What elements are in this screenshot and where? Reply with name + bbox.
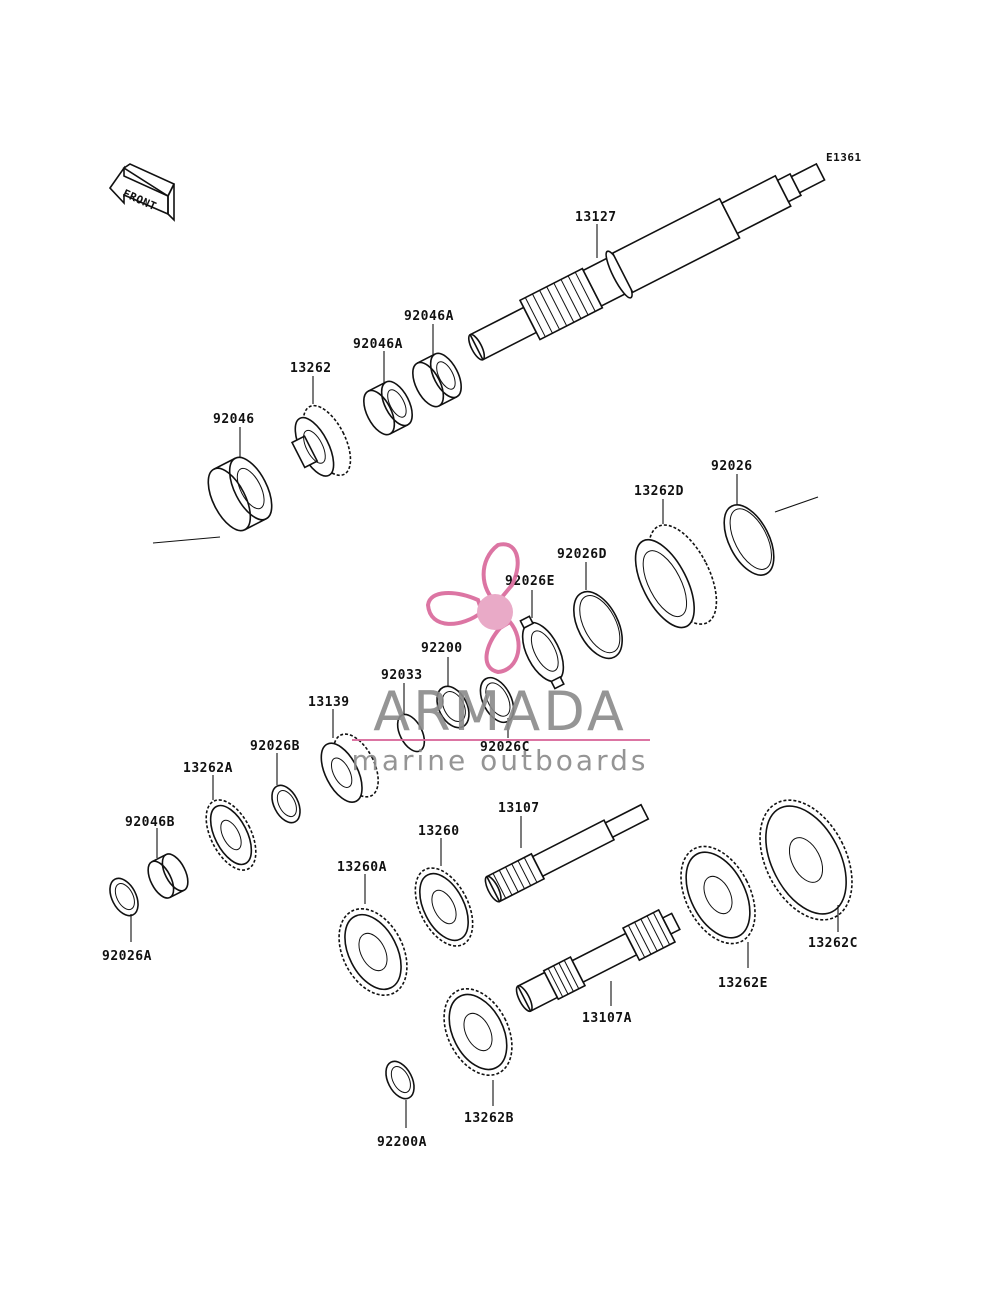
washer-92026A — [109, 877, 139, 917]
washer-92200 — [436, 685, 470, 729]
diagram-code: E1361 — [826, 151, 862, 164]
label-92046B: 92046B — [125, 815, 175, 830]
label-13262A: 13262A — [183, 761, 233, 776]
label-13260: 13260 — [418, 824, 460, 839]
washer-92200A — [385, 1060, 415, 1100]
bearing-92046B — [147, 853, 189, 899]
needle-bearing-92046A-2 — [363, 380, 413, 436]
propeller-icon — [425, 542, 521, 675]
label-92026: 92026 — [711, 459, 753, 474]
label-92033: 92033 — [381, 668, 423, 683]
main-shaft-13127 — [467, 162, 826, 361]
label-13139: 13139 — [308, 695, 350, 710]
label-92046: 92046 — [213, 412, 255, 427]
gear-13262E — [680, 845, 756, 945]
label-13262B: 13262B — [464, 1111, 514, 1126]
label-92026B: 92026B — [250, 739, 300, 754]
watermark-tagline: marine outboards — [352, 744, 649, 777]
gear-13262A — [205, 799, 257, 871]
label-92026A: 92026A — [102, 949, 152, 964]
front-arrow-icon: FRONT — [108, 163, 176, 222]
label-92046A-2: 92046A — [353, 337, 403, 352]
washer-92026B — [271, 784, 301, 824]
label-13107A: 13107A — [582, 1011, 632, 1026]
gear-13262C — [759, 799, 853, 921]
label-13107: 13107 — [498, 801, 540, 816]
label-13262D: 13262D — [634, 484, 684, 499]
bearing-92046 — [207, 456, 273, 532]
label-92046A-1: 92046A — [404, 309, 454, 324]
armada-watermark-logo: ARMADA marine outboards — [352, 542, 650, 777]
label-13127: 13127 — [575, 210, 617, 225]
gear-13260 — [414, 867, 474, 947]
label-13262C: 13262C — [808, 936, 858, 951]
label-92026D: 92026D — [557, 547, 607, 562]
gear-13262 — [290, 404, 352, 477]
watermark-brand: ARMADA — [373, 680, 627, 743]
gear-13262B — [443, 988, 513, 1076]
label-13262: 13262 — [290, 361, 332, 376]
label-13262E: 13262E — [718, 976, 768, 991]
lock-washer-92026E — [519, 615, 565, 690]
circlip-92026 — [723, 504, 775, 576]
shaft-13107 — [484, 803, 650, 903]
label-92200: 92200 — [421, 641, 463, 656]
label-92026E: 92026E — [505, 574, 555, 589]
gear-13262D — [634, 524, 718, 629]
circlip-92033 — [396, 713, 426, 753]
label-13260A: 13260A — [337, 860, 387, 875]
gear-13139 — [320, 733, 379, 803]
circlip-92026D — [573, 590, 623, 660]
needle-bearing-92046A-1 — [412, 352, 462, 408]
label-92200A: 92200A — [377, 1135, 427, 1150]
gear-13260A — [338, 908, 408, 996]
shaft-13107A — [515, 908, 681, 1013]
label-92026C: 92026C — [480, 740, 530, 755]
